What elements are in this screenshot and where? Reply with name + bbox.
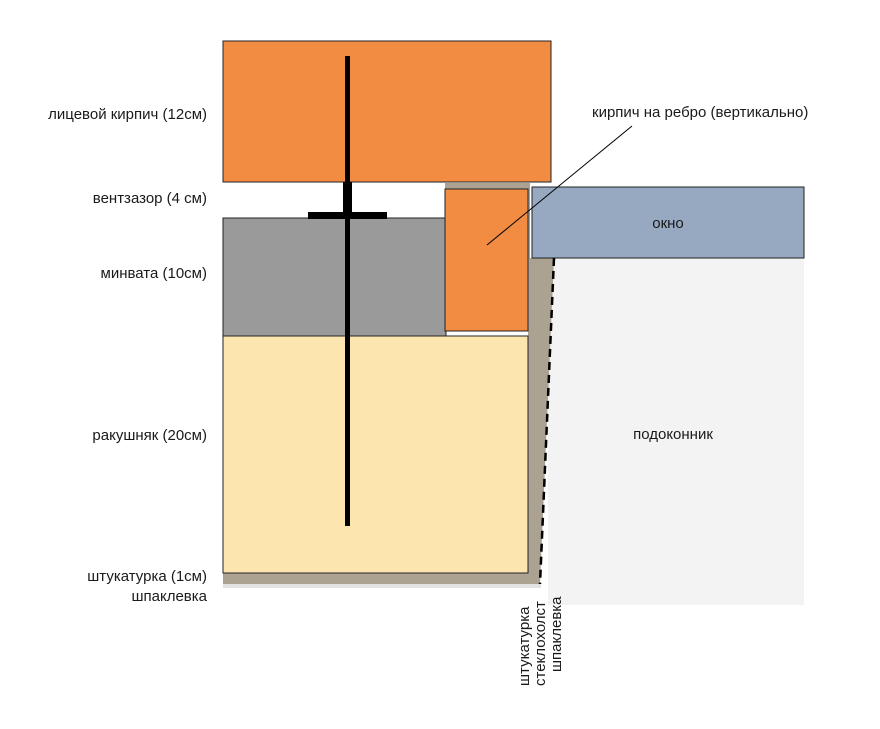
windowsill-area [548,258,804,605]
mineral-wool-block [222,217,447,337]
facing-brick-block [222,40,552,183]
label-mineral-wool: минвата (10см) [101,265,208,282]
anchor-washer [308,212,387,219]
label-plaster: штукатурка (1см) [87,568,207,585]
label-slope-fiberglass: стеклохолст [532,601,549,686]
putty-layer [223,582,541,588]
label-shell-rock: ракушняк (20см) [92,427,207,444]
anchor-thick-section [343,182,352,218]
fiberglass-dashed-line [538,257,556,585]
shell-rock-block [222,335,529,574]
anchor-rod [345,56,350,526]
label-slope-putty: шпаклевка [548,596,565,672]
label-windowsill: подоконник [633,426,713,443]
brick-on-edge-leader-line [486,125,633,246]
label-brick-on-edge: кирпич на ребро (вертикально) [592,104,808,121]
label-slope-plaster: штукатурка [516,606,533,686]
label-putty: шпаклевка [131,588,207,605]
label-facing-brick: лицевой кирпич (12см) [48,106,207,123]
window-block [531,186,805,259]
label-air-gap: вентзазор (4 см) [93,190,207,207]
label-window: окно [652,215,684,232]
brick-on-edge-block [444,188,529,332]
